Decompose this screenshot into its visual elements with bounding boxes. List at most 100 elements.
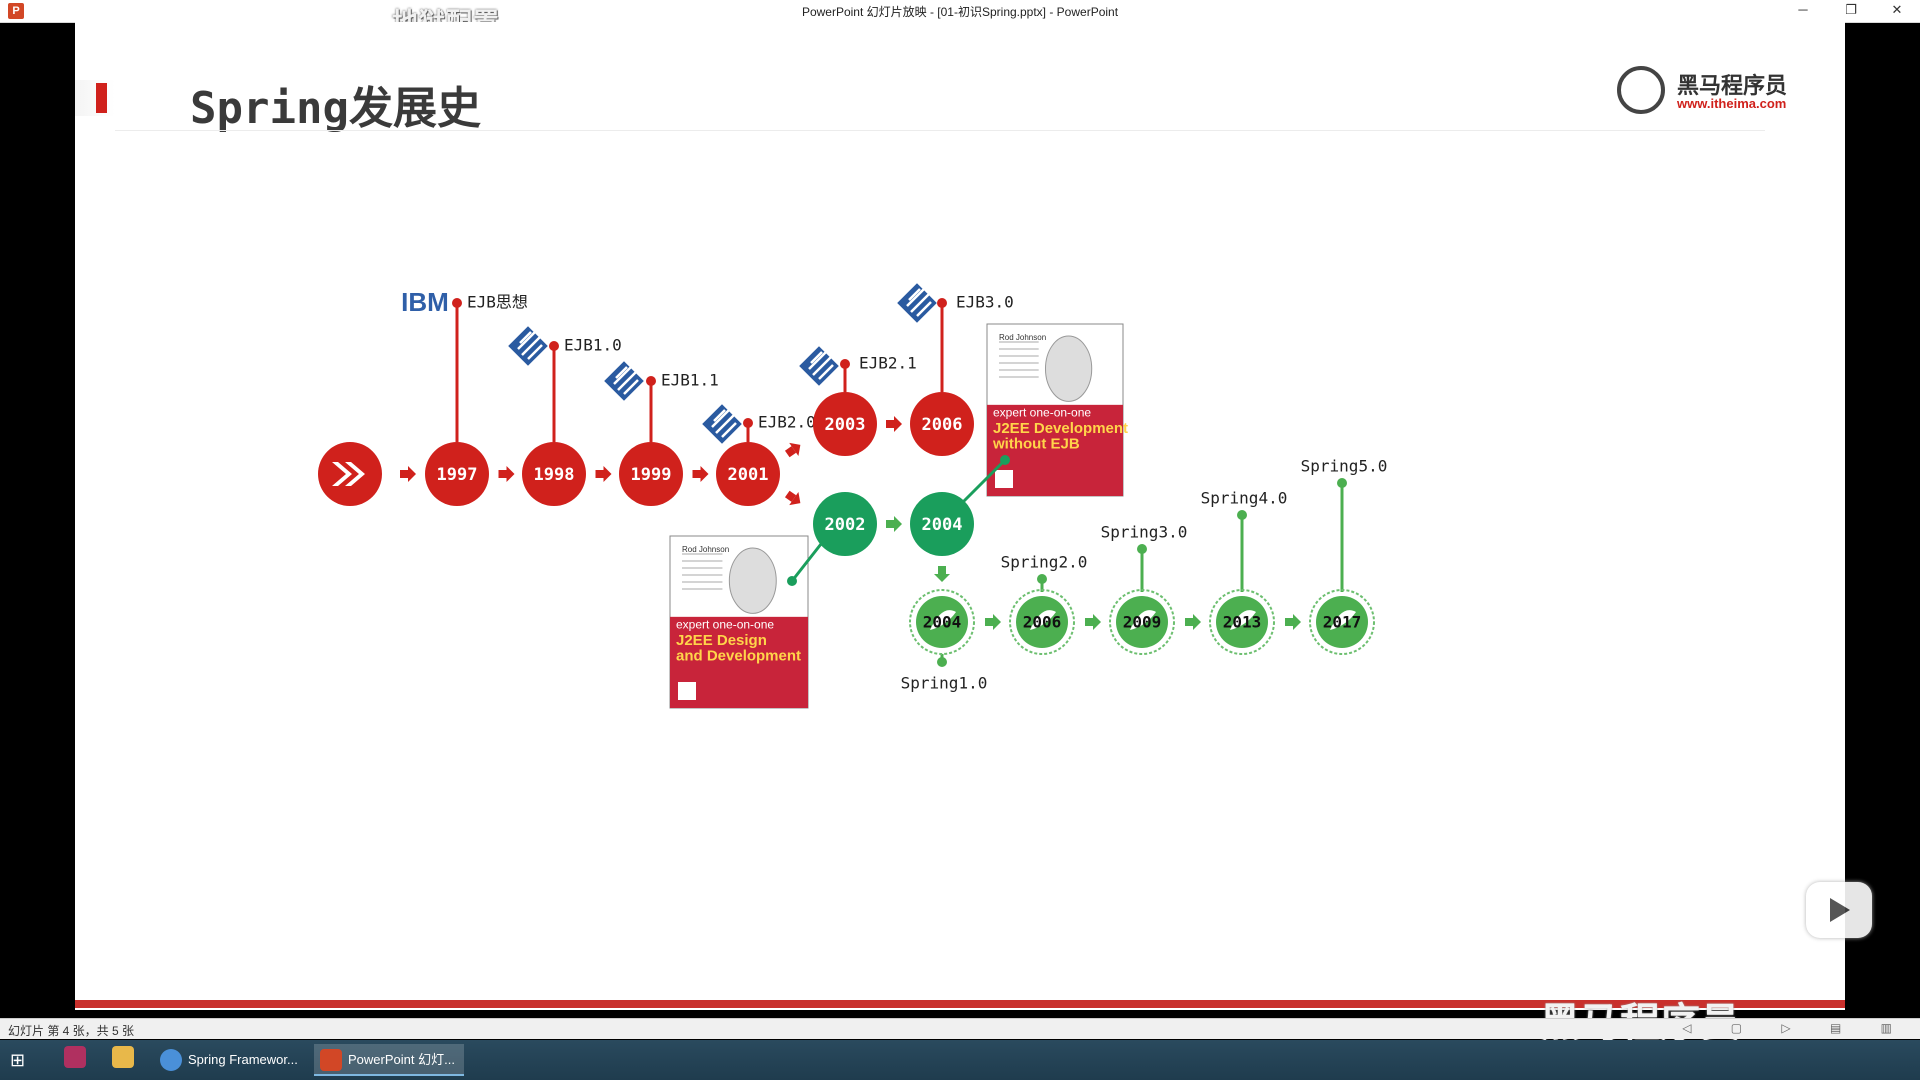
window-title: PowerPoint 幻灯片放映 - [01-初识Spring.pptx] - … [801, 5, 1119, 19]
arrow-icon [1085, 614, 1101, 630]
arrow-icon [985, 614, 1001, 630]
node-spring-2017-label: 2017 [1323, 613, 1362, 632]
status-bar: 幻灯片 第 4 张，共 5 张 ◁ ▢ ▷ ▤ ▥ [0, 1018, 1920, 1039]
label-ejb-0: EJB思想 [467, 293, 528, 312]
spring-stem-3-dot [1237, 510, 1247, 520]
node-spring-2006-ring [1009, 589, 1075, 655]
node-spring-2013-leaf-icon [1230, 610, 1256, 630]
label-ejb-1: EJB1.0 [564, 336, 622, 355]
windows-start-icon[interactable]: ⊞ [10, 1050, 26, 1070]
title-accent-bg [75, 80, 115, 116]
arrow-icon [782, 438, 805, 461]
ejb-logo-icon [797, 344, 841, 388]
logo-url: www.itheima.com [1677, 96, 1787, 111]
arrow-icon [1185, 614, 1201, 630]
node-ejb-1999 [619, 442, 683, 506]
taskbar-item-powerpoint[interactable]: PowerPoint 幻灯... [314, 1044, 464, 1076]
ejb-stem-2-dot [646, 376, 656, 386]
label-spring-2: Spring3.0 [1101, 523, 1188, 542]
arrow-icon [595, 466, 612, 482]
window-title-bar: P PowerPoint 幻灯片放映 - [01-初识Spring.pptx] … [0, 0, 1920, 37]
title-accent-bar [96, 83, 107, 113]
book-connector-0-dot [787, 576, 797, 586]
book-without-ejb-title-1: J2EE Development [993, 420, 1128, 437]
itheima-logo: 黑马程序员 www.itheima.com [1617, 64, 1807, 120]
node-spring-2013-ring [1209, 589, 1275, 655]
down-arrow-icon-head [934, 574, 950, 582]
book-design-development-title-1: J2EE Design [676, 632, 767, 649]
slide-canvas: Spring发展史 黑马程序员 www.itheima.com 1997 EJB思… [75, 22, 1845, 1010]
node-spring-2009-leaf-icon [1130, 610, 1156, 630]
taskbar-item-label: PowerPoint 幻灯... [348, 1052, 455, 1067]
ejb-logo-icon [506, 324, 550, 368]
node-ejb-1997 [425, 442, 489, 506]
arrow-icon [1285, 614, 1301, 630]
book-design-development-publisher-icon [678, 682, 696, 700]
book-design-development-tag: expert one-on-one [676, 618, 774, 632]
node-rod-2002-label: 2002 [825, 515, 866, 535]
close-button[interactable]: ✕ [1891, 2, 1903, 17]
node-ejb-1998-label: 1998 [534, 465, 575, 485]
book-without-ejb-portrait [1044, 335, 1093, 402]
restore-button[interactable]: ❐ [1845, 2, 1857, 17]
node-ejb-upper-2006-label: 2006 [922, 415, 963, 435]
node-ejb-2001-label: 2001 [728, 465, 769, 485]
book-design-development-author: Rod Johnson [682, 545, 729, 554]
book-design-development-portrait [728, 547, 777, 614]
node-ejb-1997-label: 1997 [437, 465, 478, 485]
ejb-stem-1-dot [549, 341, 559, 351]
book-connector-1-dot [1000, 455, 1010, 465]
node-ejb-upper-2003-label: 2003 [825, 415, 866, 435]
arrow-icon [400, 466, 416, 482]
label-ejb-2: EJB1.1 [661, 371, 719, 390]
node-spring-2009-ring [1109, 589, 1175, 655]
app-pinned-icon[interactable] [64, 1046, 86, 1068]
chevron-icon [332, 462, 365, 486]
book-connector-0 [790, 543, 823, 582]
file-explorer-icon[interactable] [112, 1046, 134, 1068]
node-spring-2004-ring [909, 589, 975, 655]
node-spring-2017-leaf-icon [1330, 610, 1356, 630]
spring-stem-4-dot [1337, 478, 1347, 488]
node-ejb-1999-label: 1999 [631, 465, 672, 485]
book-without-ejb-title-2: without EJB [992, 435, 1080, 452]
node-spring-2006-label: 2006 [1023, 613, 1062, 632]
arrow-icon [886, 516, 902, 532]
book-design-development-title-2: and Development [676, 647, 801, 664]
ejb-logo-icon [895, 281, 939, 325]
play-button[interactable] [1806, 882, 1872, 938]
taskbar-item-label: Spring Framewor... [188, 1052, 298, 1067]
label-spring-1: Spring2.0 [1001, 553, 1088, 572]
ejb-stem-0-dot [452, 298, 462, 308]
view-controls[interactable]: ◁ ▢ ▷ ▤ ▥ [1682, 1021, 1910, 1035]
powerpoint-icon [320, 1049, 342, 1071]
ejb-stem-3-dot [743, 418, 753, 428]
book-without-ejb-author: Rod Johnson [999, 333, 1046, 342]
label-spring-3: Spring4.0 [1201, 489, 1288, 508]
node-ejb-upper-2003 [813, 392, 877, 456]
ejb-upper-stem-0-dot [840, 359, 850, 369]
spring-stem-0-dot [937, 657, 947, 667]
node-spring-2004-label: 2004 [923, 613, 962, 632]
node-rod-2004 [910, 492, 974, 556]
node-ejb-upper-2006 [910, 392, 974, 456]
taskbar: ⊞ Spring Framewor... PowerPoint 幻灯... [0, 1040, 1920, 1080]
slide-footer-bar [75, 1000, 1845, 1008]
node-spring-2009-label: 2009 [1123, 613, 1162, 632]
ejb-logo-icon [602, 359, 646, 403]
taskbar-item-chrome[interactable]: Spring Framewor... [154, 1044, 304, 1076]
arrow-icon [498, 466, 515, 482]
ibm-logo: IBM [401, 287, 449, 317]
label-ejb-3: EJB2.0 [758, 413, 816, 432]
arrow-icon [886, 416, 902, 432]
spring-stem-2-dot [1137, 544, 1147, 554]
down-arrow-icon [938, 566, 946, 574]
minimize-button[interactable]: ─ [1798, 2, 1808, 17]
node-ejb-2001 [716, 442, 780, 506]
arrow-icon [782, 487, 805, 510]
book-connector-1 [961, 458, 1007, 504]
slide-title: Spring发展史 [190, 83, 481, 134]
book-without-ejb-publisher-icon [995, 470, 1013, 488]
node-spring-2004-leaf-icon [930, 610, 956, 630]
ejb-upper-stem-1-dot [937, 298, 947, 308]
